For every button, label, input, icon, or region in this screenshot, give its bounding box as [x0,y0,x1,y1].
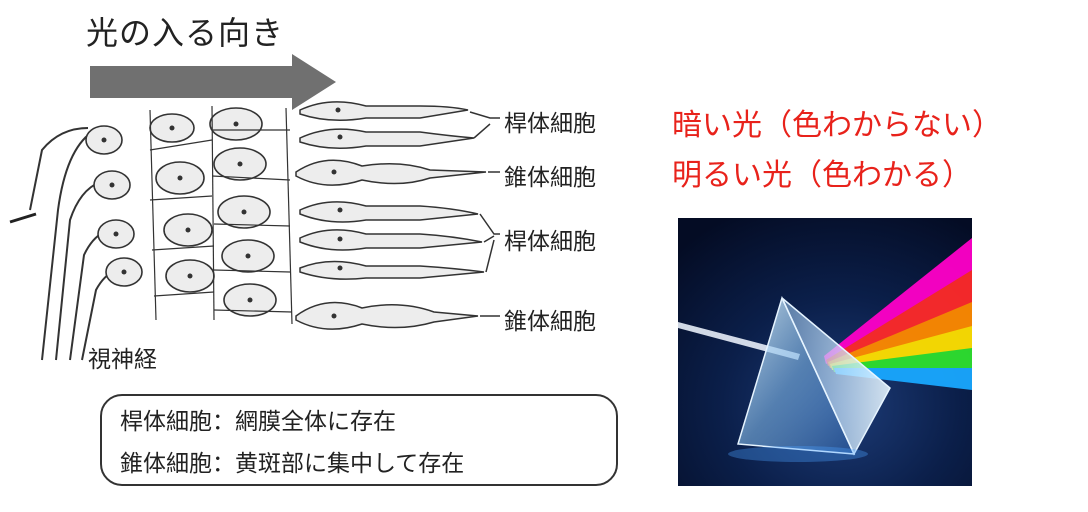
bright-light-text: 明るい光（色わかる） [672,158,972,193]
synaptic-layer [149,105,293,325]
rainbow-beams [824,238,972,390]
ganglion-cells [85,107,277,317]
cell-label-cone-top: 錐体細胞 [504,165,596,191]
direction-arrow-icon [90,54,336,110]
cell-nuclei [101,121,253,303]
cell-label-cone-bottom: 錐体細胞 [504,309,596,335]
photoreceptor-nuclei [331,107,343,319]
leader-lines [469,111,500,317]
prism-rainbow-image [678,218,972,486]
optic-nerve-label: 視神経 [88,347,157,373]
dark-light-text: 暗い光（色わからない） [672,108,1002,143]
info-line-cone: 錐体細胞：黄斑部に集中して存在 [120,451,465,477]
cell-label-rod-middle: 桿体細胞 [504,229,596,255]
photoreceptor-cells [295,101,487,330]
info-line-rod: 桿体細胞：網膜全体に存在 [120,409,396,435]
cell-label-rod-top: 桿体細胞 [504,111,596,137]
light-direction-title: 光の入る向き [86,14,285,52]
retina-diagram [9,54,500,361]
info-box: 桿体細胞：網膜全体に存在 錐体細胞：黄斑部に集中して存在 [100,394,618,486]
tick-mark [9,212,37,224]
